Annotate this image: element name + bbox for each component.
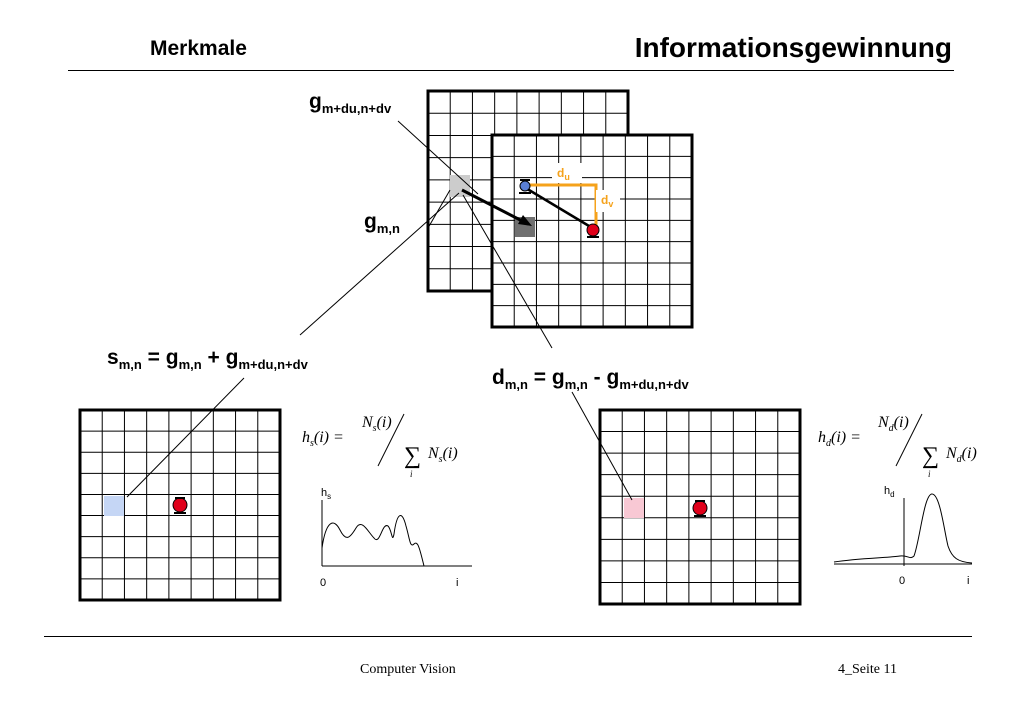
- svg-text:hd(i) =: hd(i) =: [818, 429, 861, 449]
- section-title: Merkmale: [150, 37, 247, 60]
- hd-curve: [833, 493, 973, 564]
- hd-x0-label: 0: [899, 575, 905, 587]
- dv-label: dv: [601, 193, 613, 209]
- hd-xlabel: i: [967, 575, 969, 587]
- header-rule: [68, 70, 954, 71]
- red-point-diff-icon: [692, 500, 708, 517]
- footer-course: Computer Vision: [360, 662, 456, 677]
- svg-text:∑: ∑: [922, 443, 939, 469]
- pointer-sum: [299, 192, 460, 336]
- displacement-path: [528, 183, 598, 228]
- pixel-d-mn: [624, 498, 644, 518]
- pointer-diff: [462, 194, 553, 349]
- svg-text:i: i: [410, 469, 413, 479]
- svg-text:Ns(i): Ns(i): [361, 414, 392, 434]
- pixel-s-mn: [104, 496, 124, 516]
- formula-hd: hd(i) = Nd(i) ∑ i Nd(i): [818, 413, 977, 479]
- page-title: Informationsgewinnung: [634, 32, 952, 63]
- red-point-icon: [586, 223, 600, 238]
- footer-page-number: 4_Seite 11: [838, 662, 897, 677]
- sum-equation: sm,n = gm,n + gm+du,n+dv: [107, 346, 309, 372]
- label-g-shifted: gm+du,n+dv: [309, 90, 392, 116]
- svg-text:hs(i) =: hs(i) =: [302, 429, 344, 449]
- hs-ylabel: hs: [321, 487, 331, 501]
- svg-text:∑: ∑: [404, 443, 421, 469]
- diff-image-grid: [598, 408, 802, 606]
- pointer-g-shifted: [397, 120, 479, 195]
- svg-text:Nd(i): Nd(i): [877, 414, 909, 434]
- diff-equation: dm,n = gm,n - gm+du,n+dv: [492, 366, 689, 392]
- motion-arrow-front: [523, 185, 595, 231]
- hs-x0-label: 0: [320, 577, 326, 589]
- histogram-hd: hd 0 i: [833, 485, 973, 587]
- footer-rule: [44, 636, 972, 637]
- hs-curve: [321, 515, 425, 567]
- hs-xlabel: i: [456, 577, 458, 589]
- hd-ylabel: hd: [884, 485, 895, 499]
- svg-text:i: i: [928, 469, 931, 479]
- red-point-sum-icon: [172, 497, 188, 514]
- blue-point-icon: [519, 179, 531, 194]
- formula-hs: hs(i) = Ns(i) ∑ i Ns(i): [302, 413, 458, 479]
- du-label: du: [557, 166, 570, 182]
- sum-image-grid: [78, 408, 282, 602]
- svg-text:Ns(i): Ns(i): [427, 445, 458, 465]
- histogram-hs: hs 0 i: [320, 487, 472, 589]
- svg-text:Nd(i): Nd(i): [945, 445, 977, 465]
- label-g-mn: gm,n: [364, 210, 400, 236]
- motion-arrow-back: [461, 188, 529, 226]
